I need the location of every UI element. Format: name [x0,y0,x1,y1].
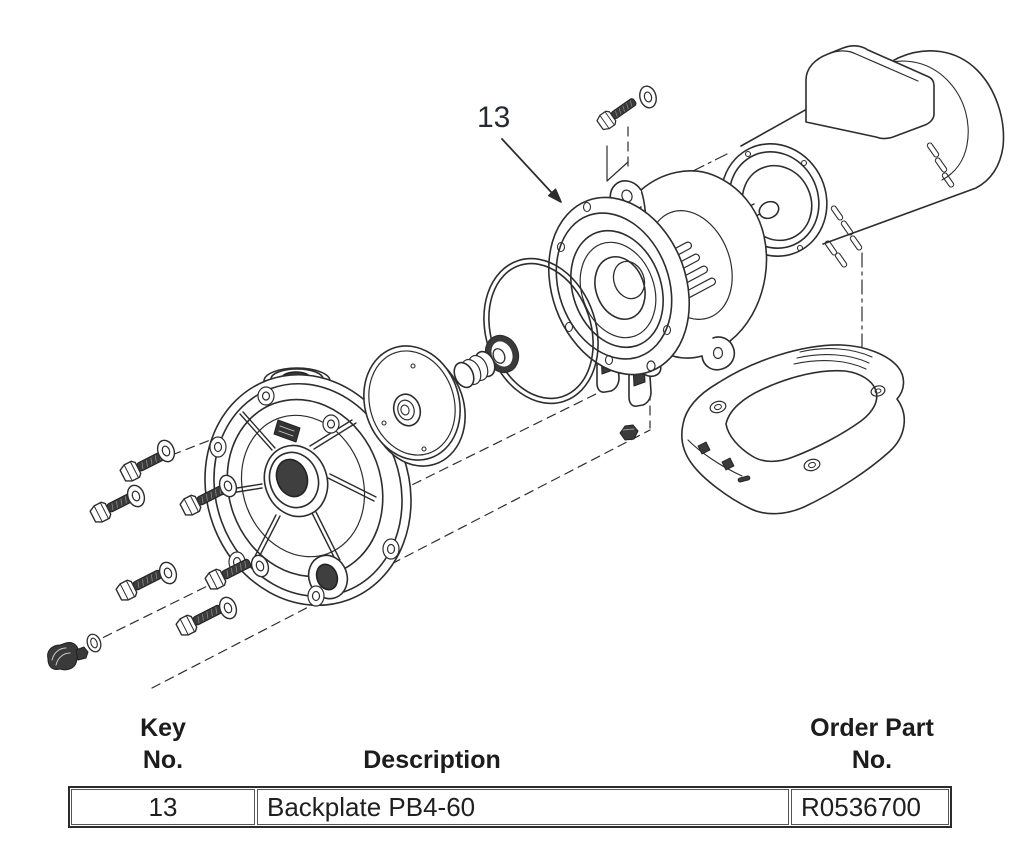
leader-elbow [606,145,629,182]
flow-tag [273,419,301,443]
motor-base [681,344,905,515]
header-key-line2: No. [142,746,184,774]
callout-arrowhead [547,188,562,203]
header-order-line1: Order Part [810,714,934,742]
hex-nut [619,424,639,441]
table-cell-key-no: 13 [71,789,255,825]
table-cell-description: Backplate PB4-60 [257,789,789,825]
seal-plate [363,345,466,467]
parts-table: 13 Backplate PB4-60 R0536700 [68,786,952,828]
callout-leader-line [501,138,553,194]
callout-13-label: 13 [477,101,510,134]
exploded-view-diagram: 13 [47,45,1005,689]
table-cell-order-part-no: R0536700 [791,789,949,825]
callout-13: 13 [477,101,562,203]
header-description-label: Description [363,746,501,774]
pump-housing-volute [204,367,412,607]
mechanical-seal [453,334,520,389]
motor-vents [824,142,955,268]
header-key-line1: Key [140,714,186,742]
backplate [547,196,691,378]
drain-plug [47,633,102,671]
header-description: Description [282,744,582,776]
header-order-line2: No. [851,746,893,774]
conduit-box [805,45,935,140]
